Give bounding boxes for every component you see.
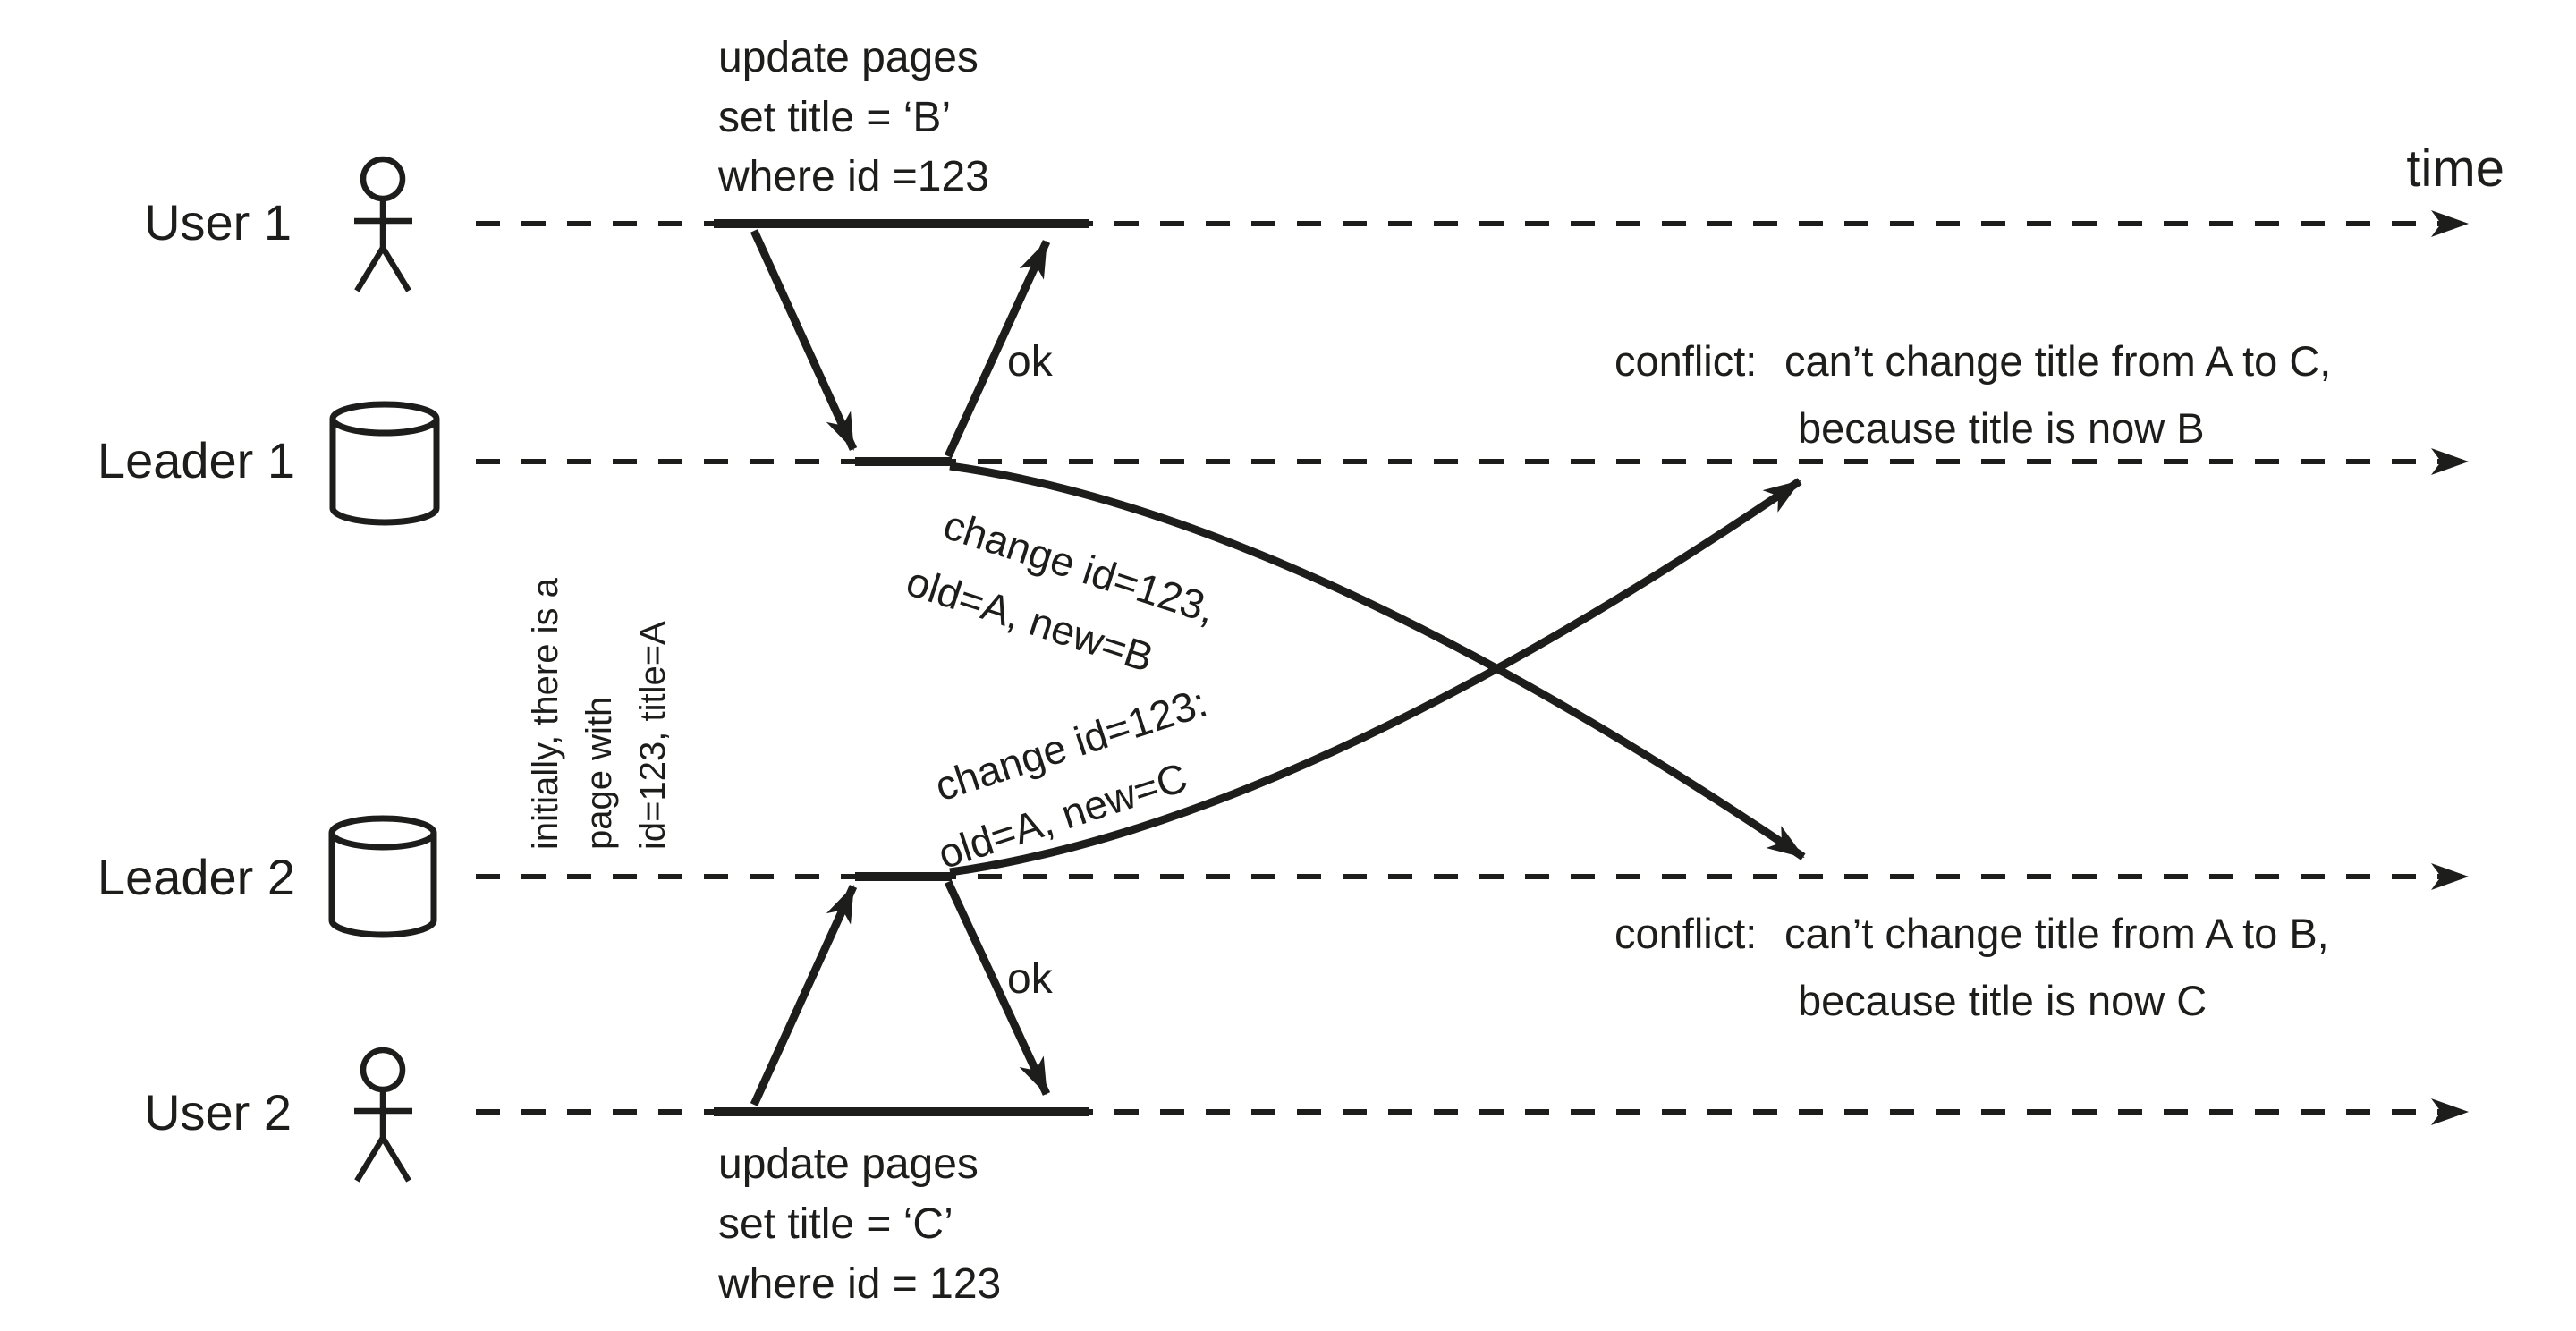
time-axis-label: time xyxy=(2406,140,2504,198)
ok-label-user2: ok xyxy=(1007,955,1054,1003)
arrow-leader2-ok xyxy=(944,880,1051,1096)
user2-update-query: update pages set title = ‘C’ where id = … xyxy=(717,1140,1001,1308)
conflict-note-leader1: conflict: can’t change title from A to C… xyxy=(1614,337,2331,452)
arrow-user1-request xyxy=(750,229,858,451)
person-icon-user2 xyxy=(354,1047,412,1183)
svg-text:conflict:: conflict: xyxy=(1614,910,1757,957)
lane-label-leader1: Leader 1 xyxy=(97,432,295,488)
arrow-leader1-ok xyxy=(944,240,1051,458)
user1-update-query: update pages set title = ‘B’ where id =1… xyxy=(717,34,990,200)
arrow-replicate-leader2-to-leader1 xyxy=(949,478,1802,877)
database-icon-leader1 xyxy=(329,401,440,526)
svg-text:can’t change title from A to C: can’t change title from A to C, xyxy=(1784,337,2331,385)
initial-state-note: initially, there is a page with id=123, … xyxy=(526,568,673,850)
lane-label-user2: User 2 xyxy=(144,1084,292,1140)
svg-text:conflict:: conflict: xyxy=(1614,337,1757,385)
svg-text:can’t change title from A to B: can’t change title from A to B, xyxy=(1784,910,2329,957)
arrow-replicate-leader1-to-leader2 xyxy=(949,462,1806,860)
lane-label-user1: User 1 xyxy=(144,194,292,250)
svg-text:because title is now C: because title is now C xyxy=(1798,977,2207,1024)
lane-label-leader2: Leader 2 xyxy=(97,849,295,905)
conflict-note-leader2: conflict: can’t change title from A to B… xyxy=(1614,910,2329,1024)
ok-label-user1: ok xyxy=(1007,338,1054,386)
database-icon-leader2 xyxy=(328,815,437,938)
svg-text:because title is now B: because title is now B xyxy=(1798,404,2205,452)
arrow-user2-request xyxy=(750,885,858,1106)
person-icon-user1 xyxy=(354,156,412,292)
